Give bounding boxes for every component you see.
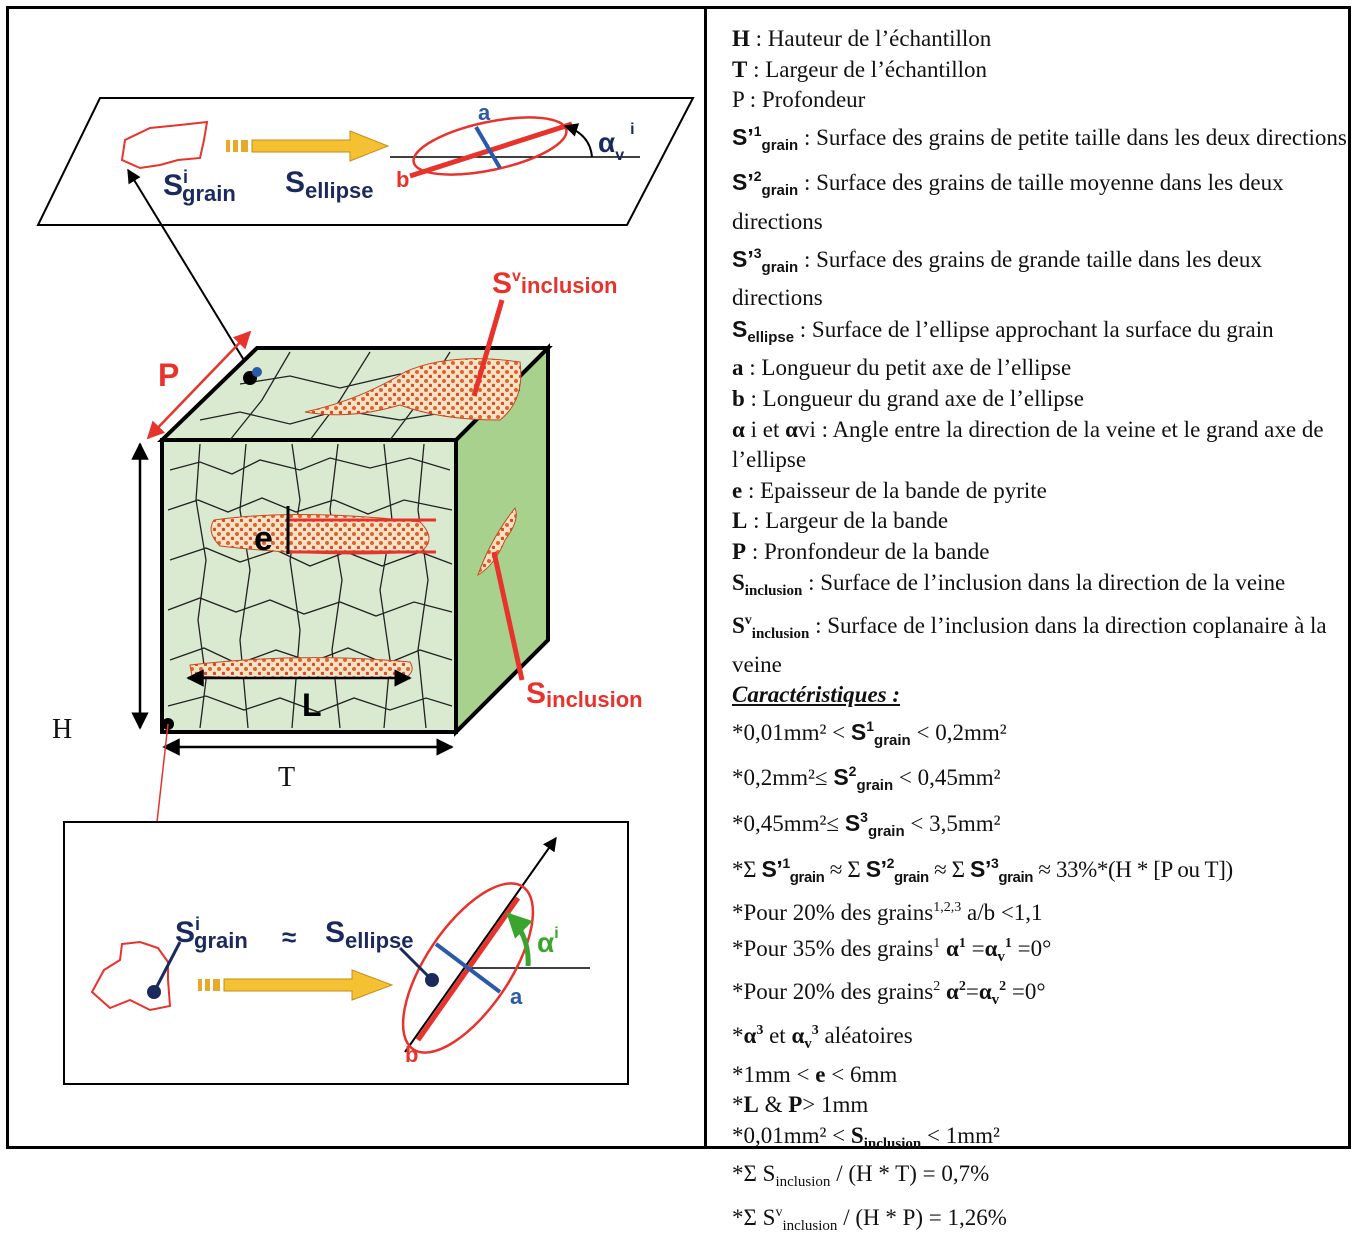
legend-S2: S’2grain : Surface des grains de taille …	[732, 168, 1284, 234]
char-7: *Pour 20% des grains2 α2=αv2 =0°	[732, 979, 1046, 1009]
bottom-ellipse	[401, 882, 535, 1054]
outer-frame	[6, 6, 1351, 1149]
top-alpha-label: αvi	[598, 121, 635, 164]
label-P: P	[158, 357, 179, 393]
label-T: T	[278, 762, 295, 793]
label-L: L	[302, 687, 322, 723]
dim-arrow-P	[146, 330, 252, 440]
char-13: *Σ Svinclusion / (H * P) = 1,26%	[732, 1205, 1007, 1234]
char-9: *1mm < e < 6mm	[732, 1061, 898, 1087]
pointer-s-v-inclusion	[471, 299, 505, 397]
char-3: *0,45mm²≤ S3grain < 3,5mm²	[732, 809, 1001, 841]
legend-a: a : Longueur du petit axe de l’ellipse	[732, 355, 1072, 381]
panel-divider	[704, 6, 707, 1149]
char-4: *Σ S’1grain ≈ Σ S’2grain ≈ Σ S’3grain ≈ …	[732, 854, 1233, 886]
cube-top-grain-dot-blue	[252, 367, 262, 377]
bottom-alpha-label: αi	[537, 925, 559, 958]
legend-Svinc: Svinclusion : Surface de l’inclusion dan…	[732, 613, 1327, 677]
char-2: *0,2mm²≤ S2grain < 0,45mm²	[732, 763, 1001, 795]
bottom-grain-pointer	[152, 941, 182, 993]
top-label-b: b	[396, 167, 409, 192]
legend-panel: H : Hauteur de l’échantillon T : Largeur…	[732, 24, 1352, 1242]
bottom-major-direction	[404, 836, 557, 1053]
bottom-approx-sign: ≈	[282, 922, 296, 952]
label-H: H	[52, 714, 72, 745]
legend-P: P : Profondeur	[732, 87, 866, 113]
pointer-s-inclusion	[491, 551, 525, 681]
bottom-angle-arc	[506, 912, 533, 967]
char-11: *0,01mm² < Sinclusion < 1mm²	[732, 1122, 1000, 1152]
bottom-process-arrow	[198, 969, 394, 1001]
char-8: *α3 et αv3 aléatoires	[732, 1023, 913, 1053]
char-10: *L & P> 1mm	[732, 1092, 869, 1118]
char-6: *Pour 35% des grains1 α1 =αv1 =0°	[732, 935, 1052, 965]
legend-H: H : Hauteur de l’échantillon	[732, 26, 992, 51]
legend-Sinc: Sinclusion : Surface de l’inclusion dans…	[732, 569, 1286, 599]
top-process-arrow	[226, 130, 390, 162]
char-5: *Pour 20% des grains1,2,3 a/b <1,1	[732, 900, 1043, 926]
top-s-ellipse-label: Sellipse	[285, 166, 374, 203]
legend-Pb: P : Pronfondeur de la bande	[732, 538, 990, 564]
legend-alpha: α i et αvi : Angle entre la direction de…	[732, 416, 1324, 473]
top-grain-outline	[120, 120, 209, 170]
label-e: e	[254, 520, 273, 558]
top-angle-arc	[563, 123, 593, 158]
legend-b: b : Longueur du grand axe de l’ellipse	[732, 385, 1084, 411]
sample-cube: e	[157, 343, 553, 737]
legend-L: L : Largeur de la bande	[732, 508, 949, 534]
top-label-a: a	[478, 100, 491, 125]
legend-S1: S’1grain : Surface des grains de petite …	[732, 122, 1347, 154]
label-s-inclusion: Sinclusion	[526, 677, 643, 712]
label-s-v-inclusion: Svinclusion	[492, 267, 617, 300]
top-minor-axis	[474, 125, 502, 170]
bottom-label-a: a	[510, 984, 523, 1009]
legend-T: T : Largeur de l’échantillon	[732, 56, 988, 82]
bottom-box-frame	[63, 821, 629, 1085]
bottom-minor-axis	[434, 942, 502, 994]
top-plane-shape	[36, 97, 695, 226]
legend-S3: S’3grain : Surface des grains de grande …	[732, 244, 1262, 311]
caracteristiques-heading: Caractéristiques :	[732, 682, 901, 708]
char-12: *Σ Sinclusion / (H * T) = 0,7%	[732, 1161, 990, 1191]
bottom-label-b: b	[405, 1042, 418, 1067]
legend-Sellipse: Sellipse : Surface de l’ellipse approcha…	[732, 315, 1274, 346]
bottom-ellipse-pointer	[398, 946, 434, 982]
legend-e: e : Epaisseur de la bande de pyrite	[732, 477, 1047, 503]
inclusion-top-band	[304, 358, 522, 421]
char-1: *0,01mm² < S1grain < 0,2mm²	[732, 717, 1007, 749]
